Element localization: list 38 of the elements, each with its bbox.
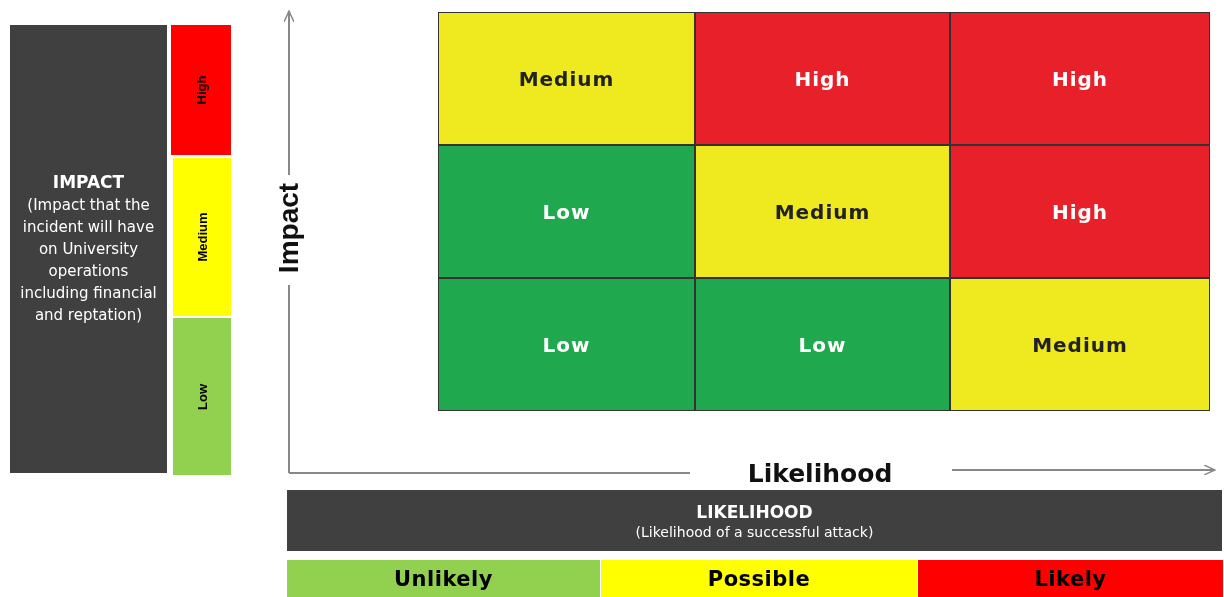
impact-level-bar [173,318,231,475]
risk-cell [695,278,950,411]
level-label: Medium [194,212,210,262]
likelihood-level-bar [601,560,917,597]
risk-level-label: Medium [518,66,615,91]
risk-cell [438,12,695,145]
risk-cell [695,145,950,278]
risk-cell [950,12,1210,145]
panel-heading: LIKELIHOOD [696,501,813,522]
level-label: Unlikely [394,566,493,591]
axis-label: Likelihood [747,458,893,488]
level-label: Low [194,383,210,410]
impact-panel [10,25,167,473]
panel-description: (Impact that the incident will have on University operations including financial and reptation) [19,195,158,326]
risk-cell [695,12,950,145]
panel-heading: IMPACT [52,172,125,192]
impact-level-bar [173,158,231,316]
likelihood-panel [287,490,1222,551]
risk-cell [438,145,695,278]
level-label: High [193,75,209,105]
risk-cell [438,278,695,411]
risk-level-label: Medium [1032,332,1128,357]
level-label: Possible [707,566,811,591]
risk-level-label: Medium [774,199,871,224]
likelihood-level-bar [918,560,1223,597]
risk-level-label: High [1051,199,1109,224]
risk-cell [950,278,1210,411]
panel-description: (Likelihood of a successful attack) [635,523,874,540]
likelihood-level-bar [287,560,600,597]
axis-label: Impact [273,182,305,274]
risk-level-label: Low [542,199,591,224]
risk-level-label: Low [798,332,847,357]
risk-cell [950,145,1210,278]
risk-level-label: High [794,66,851,91]
impact-level-bar [171,25,231,155]
risk-level-label: High [1051,66,1109,91]
level-label: Likely [1034,566,1107,591]
risk-level-label: Low [542,332,591,357]
